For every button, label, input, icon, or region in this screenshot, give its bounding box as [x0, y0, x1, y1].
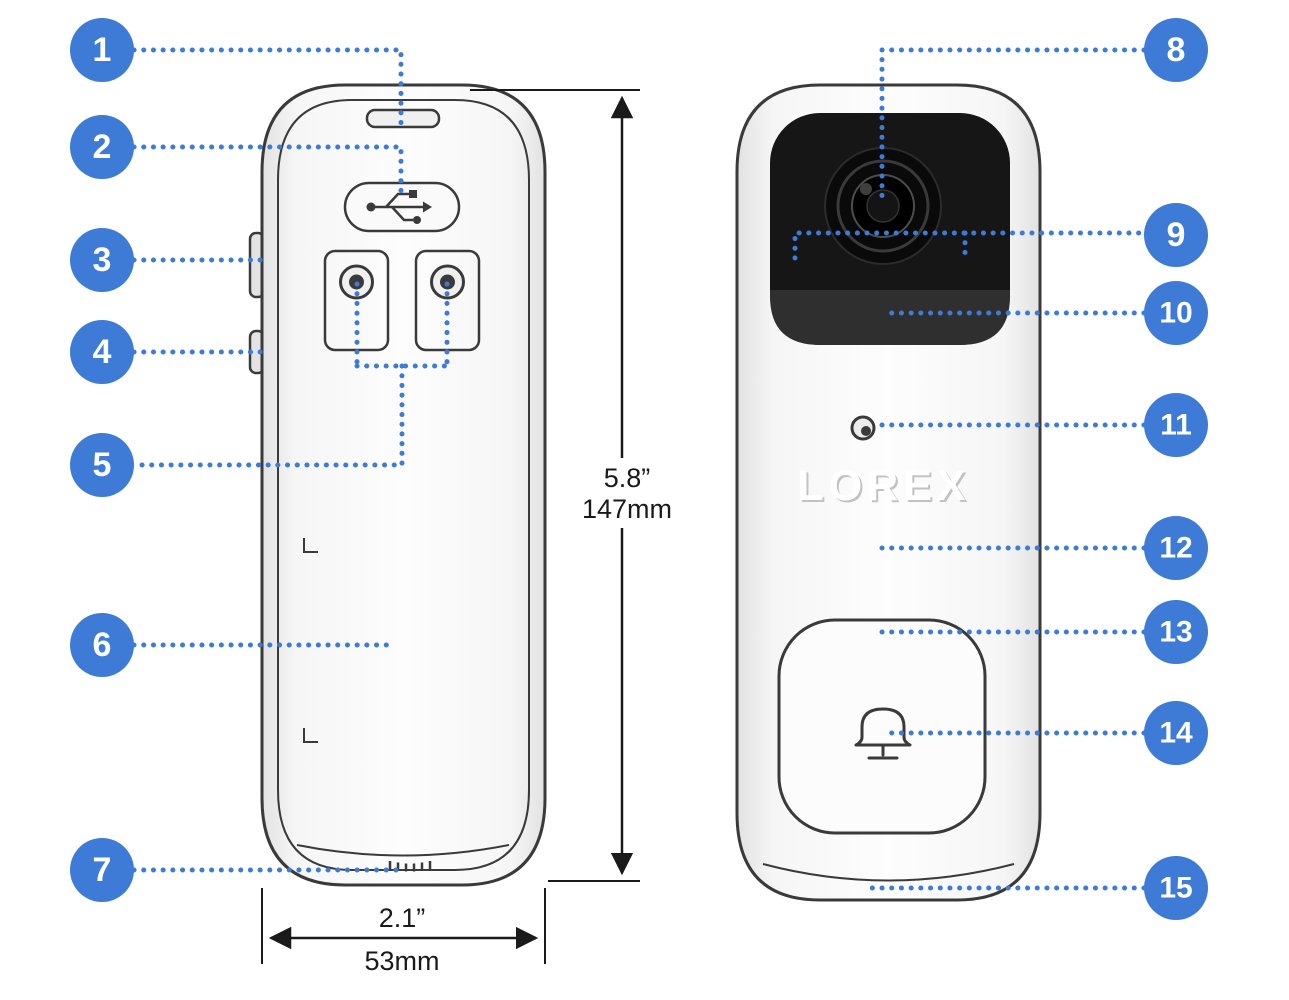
back-view — [248, 83, 547, 887]
leader-line-1 — [131, 47, 404, 133]
mounting-notch — [365, 108, 441, 129]
speaker-holes — [388, 861, 432, 872]
callout-10-number: 10 — [1159, 297, 1192, 330]
callout-11: 11 — [1144, 393, 1208, 457]
clip-mark-lower — [303, 728, 318, 743]
callout-7-number: 7 — [93, 851, 112, 889]
callout-1: 1 — [70, 18, 134, 82]
callouts-right: 8 9 10 11 12 13 14 15 — [1144, 18, 1208, 920]
callout-15: 15 — [1144, 856, 1208, 920]
back-body — [260, 83, 547, 887]
height-label-inches: 5.8” — [604, 463, 651, 493]
callout-4: 4 — [70, 320, 134, 384]
callout-2: 2 — [70, 115, 134, 179]
callout-15-number: 15 — [1159, 872, 1192, 905]
clip-mark-upper — [303, 538, 318, 553]
callout-3-number: 3 — [93, 241, 112, 279]
back-inner-outline — [277, 99, 530, 871]
leader-lines — [131, 47, 1147, 891]
leader-line-2 — [131, 144, 404, 199]
callout-11-number: 11 — [1160, 409, 1192, 442]
light-sensor — [850, 415, 876, 441]
front-view: LOREX LOREX — [735, 83, 1042, 902]
callout-9: 9 — [1144, 203, 1208, 267]
height-label-mask — [584, 458, 670, 528]
callout-14: 14 — [1144, 701, 1208, 765]
faceplate-lower-band — [770, 290, 1010, 345]
callout-8: 8 — [1144, 18, 1208, 82]
camera-lens — [824, 147, 942, 265]
doorbell-button[interactable] — [777, 618, 987, 835]
callout-14-number: 14 — [1159, 717, 1193, 750]
callouts-left: 1 2 3 4 5 6 7 — [70, 18, 134, 902]
width-label-inches: 2.1” — [379, 903, 426, 933]
callout-6-number: 6 — [93, 626, 112, 664]
leader-line-8 — [879, 47, 1147, 201]
bell-icon — [854, 707, 912, 760]
callout-8-number: 8 — [1167, 31, 1186, 69]
brand-logo-shadow: LOREX — [799, 464, 972, 512]
brand-logo: LOREX — [797, 462, 970, 510]
bottom-seam-back — [296, 844, 510, 857]
leader-line-9 — [792, 230, 1147, 261]
width-dimension: 2.1” 53mm — [261, 888, 546, 976]
callout-12-number: 12 — [1159, 532, 1192, 565]
callout-7: 7 — [70, 838, 134, 902]
callout-13: 13 — [1144, 600, 1208, 664]
callout-9-number: 9 — [1167, 216, 1186, 254]
callout-10: 10 — [1144, 281, 1208, 345]
callout-13-number: 13 — [1159, 616, 1192, 649]
callout-5: 5 — [70, 433, 134, 497]
callout-2-number: 2 — [93, 128, 112, 166]
callout-12: 12 — [1144, 516, 1208, 580]
width-label-mm: 53mm — [364, 946, 439, 976]
height-label-mm: 147mm — [582, 494, 672, 524]
height-dimension: 5.8” 147mm — [470, 89, 672, 882]
callout-4-number: 4 — [93, 333, 112, 371]
usb-icon — [366, 190, 432, 224]
callout-5-number: 5 — [93, 446, 112, 484]
bottom-seam-front — [762, 863, 1015, 882]
callout-6: 6 — [70, 613, 134, 677]
callout-3: 3 — [70, 228, 134, 292]
callout-1-number: 1 — [93, 31, 112, 69]
leader-line-5d — [131, 363, 405, 468]
